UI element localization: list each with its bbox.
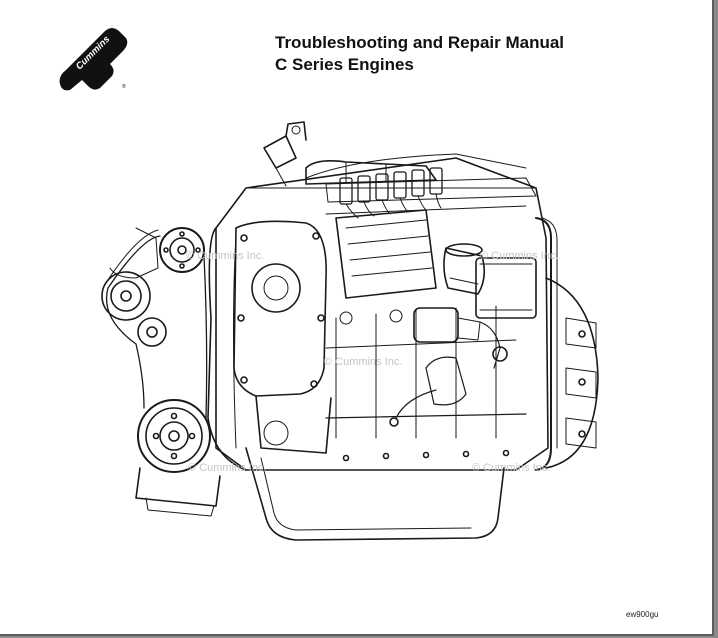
cummins-logo: Cummins ® [59, 28, 128, 91]
manual-title: Troubleshooting and Repair Manual [275, 33, 565, 52]
watermark-bottom-left: © Cummins Inc. [188, 462, 267, 474]
title-block: Troubleshooting and Repair Manual C Seri… [275, 32, 564, 76]
watermark-right: © Cummins Inc. [480, 250, 559, 262]
engine-illustration [101, 121, 599, 541]
figure-id: ew900gu [626, 610, 659, 619]
watermark-top: © Cummins Inc. [186, 250, 265, 262]
registered-mark: ® [122, 83, 126, 90]
watermark-middle: © Cummins Inc. [324, 356, 403, 368]
manual-subtitle: C Series Engines [275, 55, 414, 74]
watermark-bottom-right: © Cummins Inc. [472, 462, 551, 474]
